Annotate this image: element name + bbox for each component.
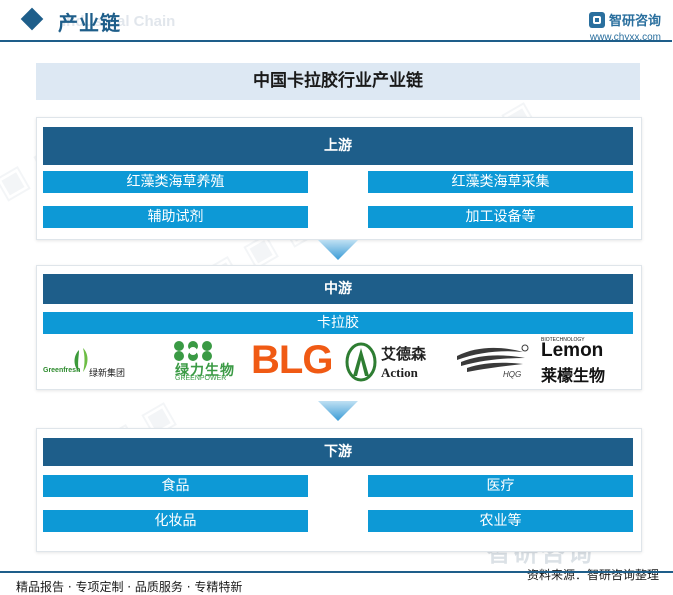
diamond-icon [20, 7, 44, 31]
page-title: 产业链 [58, 11, 121, 35]
midstream-header: 中游 [43, 274, 633, 304]
upstream-item: 辅助试剂 [43, 206, 308, 228]
company-logo-lemon: BIOTECHNOLOGY Lemon 莱檬生物 [539, 337, 631, 385]
company-name: GREENPOWER [175, 375, 227, 382]
brand: 智研咨询 www.chyxx.com [588, 10, 661, 43]
header-divider [0, 40, 672, 42]
downstream-item: 农业等 [368, 510, 633, 532]
brand-url: www.chyxx.com [589, 32, 661, 43]
company-logo-tagline: BIOTECHNOLOGY [541, 337, 585, 343]
company-name: 莱檬生物 [541, 366, 606, 385]
arrow-down-icon [318, 401, 358, 421]
upstream-item: 加工设备等 [368, 206, 633, 228]
company-logo-text: BLG [251, 338, 333, 382]
upstream-item: 红藻类海草采集 [368, 171, 633, 193]
company-logo-action: 艾德森 Action [343, 340, 443, 384]
source-note: 资料来源：智研咨询整理 [526, 568, 659, 582]
company-logo-text: 绿力生物 [175, 363, 235, 379]
brand-name: 智研咨询 [608, 14, 661, 29]
company-logo-text: Greenfresh [43, 367, 81, 374]
arrow-down-icon [318, 240, 358, 260]
company-logo-text: HQG [503, 370, 522, 379]
company-logo-greenpower: 绿力生物 GREENPOWER [145, 340, 241, 384]
company-logo-text: 艾德森 [381, 345, 427, 363]
downstream-item: 食品 [43, 475, 308, 497]
upstream-header: 上游 [43, 127, 633, 165]
page-header: Industrial Chain 产业链 智研咨询 www.chyxx.com [0, 0, 673, 44]
downstream-item: 化妆品 [43, 510, 308, 532]
midstream-section: 中游 卡拉胶 Greenfresh 绿新集团 绿力生物 GREENPOWER [36, 265, 642, 390]
diagram-title: 中国卡拉胶行业产业链 [36, 63, 640, 100]
upstream-item: 红藻类海草养殖 [43, 171, 308, 193]
footer-tagline: 精品报告 · 专项定制 · 品质服务 · 专精特新 [16, 580, 243, 594]
header-ghost-text: Industrial Chain [62, 13, 176, 30]
midstream-product: 卡拉胶 [43, 312, 633, 334]
brand-logo-icon [588, 11, 605, 28]
downstream-section: 下游 食品 医疗 化妆品 农业等 [36, 428, 642, 552]
company-logos: Greenfresh 绿新集团 绿力生物 GREENPOWER BLG [43, 337, 633, 385]
company-logo-blg: BLG [249, 338, 341, 384]
downstream-header: 下游 [43, 438, 633, 466]
company-name: 绿新集团 [89, 369, 126, 379]
upstream-section: 上游 红藻类海草养殖 红藻类海草采集 辅助试剂 加工设备等 [36, 117, 642, 240]
company-logo-hqg: HQG [453, 340, 533, 384]
company-logo-greenfresh: Greenfresh 绿新集团 [43, 340, 143, 384]
company-name: Action [381, 365, 418, 380]
downstream-item: 医疗 [368, 475, 633, 497]
company-logo-text: Lemon [541, 340, 604, 361]
footer-divider [0, 571, 673, 573]
